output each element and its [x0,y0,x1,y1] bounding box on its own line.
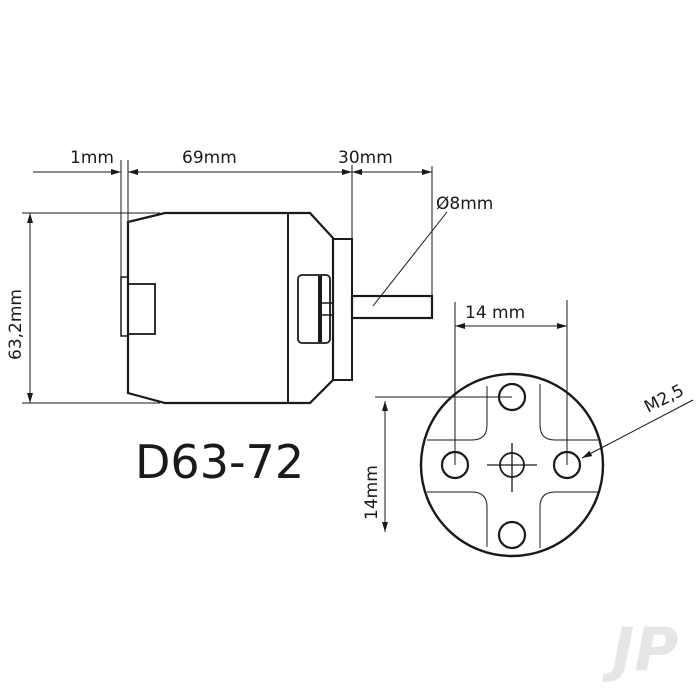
motor-front-view [419,372,605,558]
dim-vertical-label: 14mm [362,465,382,520]
front-flange [332,238,353,381]
mount-hole-bottom [497,520,527,550]
dim-diameter-label: 63,2mm [6,289,26,360]
watermark-logo: JP [602,615,678,685]
rear-bearing [127,283,156,335]
dim-body-label: 69mm [182,148,237,168]
cross-relief [427,384,598,548]
front-bearing [297,274,331,344]
screw-size-label: M2,5 [641,381,687,418]
motor-side-view [120,211,434,405]
dim-shaft-diameter-label: Ø8mm [436,194,493,214]
shaft [350,294,434,320]
model-title: D63-72 [135,435,304,489]
dim-rear-label: 1mm [70,148,114,168]
motor-can [126,211,335,405]
dim-shaft-label: 30mm [338,148,393,168]
dim-horizontal-label: 14 mm [465,303,525,323]
side-dimensions [22,160,448,404]
front-face [419,372,605,558]
front-dimensions [375,300,694,532]
